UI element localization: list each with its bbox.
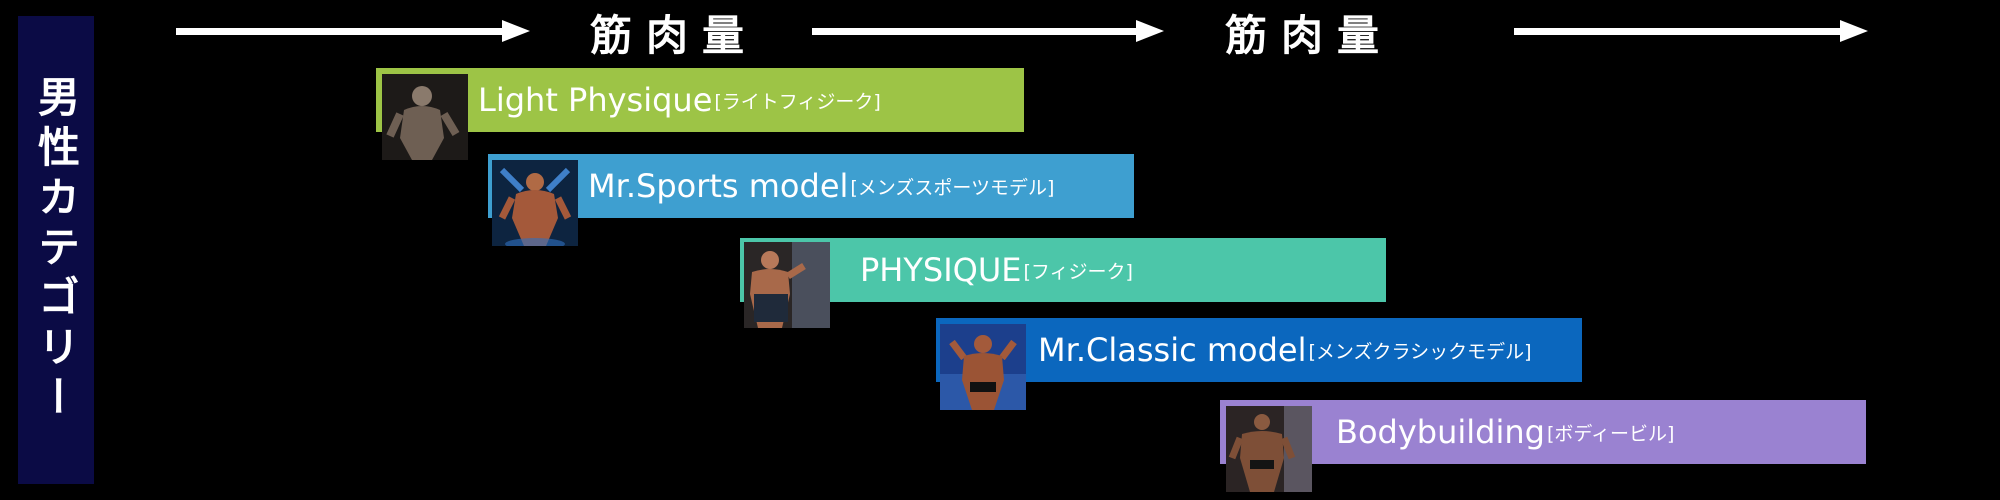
category-bar-mr-classic-model: Mr.Classic model [メンズクラシックモデル] (936, 318, 1582, 382)
category-name-en: PHYSIQUE (860, 251, 1022, 289)
axis-arrow-2 (812, 20, 1164, 42)
axis-label-2: 筋肉量 (1225, 11, 1394, 60)
category-name-jp: [メンズスポーツモデル] (850, 176, 1055, 199)
axis-label-1: 筋肉量 (590, 11, 759, 60)
athlete-photo-icon (382, 74, 468, 160)
axis-arrow-1 (176, 20, 530, 42)
side-category-title-text: 男性カテゴリー (31, 75, 81, 425)
category-name-jp: [ライトフィジーク] (714, 90, 881, 113)
category-name-jp: [メンズクラシックモデル] (1308, 340, 1532, 363)
athlete-photo-icon (940, 324, 1026, 410)
category-name-jp: [ボディービル] (1546, 422, 1675, 445)
category-bar-physique: PHYSIQUE [フィジーク] (740, 238, 1386, 302)
axis-arrow-3 (1514, 20, 1868, 42)
category-bar-mr-sports-model: Mr.Sports model [メンズスポーツモデル] (488, 154, 1134, 218)
category-name-en: Mr.Sports model (588, 167, 849, 205)
category-name-en: Mr.Classic model (1038, 331, 1307, 369)
athlete-photo-icon (1226, 406, 1312, 492)
category-name-jp: [フィジーク] (1023, 260, 1133, 283)
category-bar-bodybuilding: Bodybuilding [ボディービル] (1220, 400, 1866, 464)
category-bar-light-physique: Light Physique [ライトフィジーク] (376, 68, 1024, 132)
side-category-title: 男性カテゴリー (18, 16, 94, 484)
athlete-photo-icon (492, 160, 578, 246)
category-name-en: Bodybuilding (1336, 413, 1545, 451)
athlete-photo-icon (744, 242, 830, 328)
category-name-en: Light Physique (478, 81, 713, 119)
